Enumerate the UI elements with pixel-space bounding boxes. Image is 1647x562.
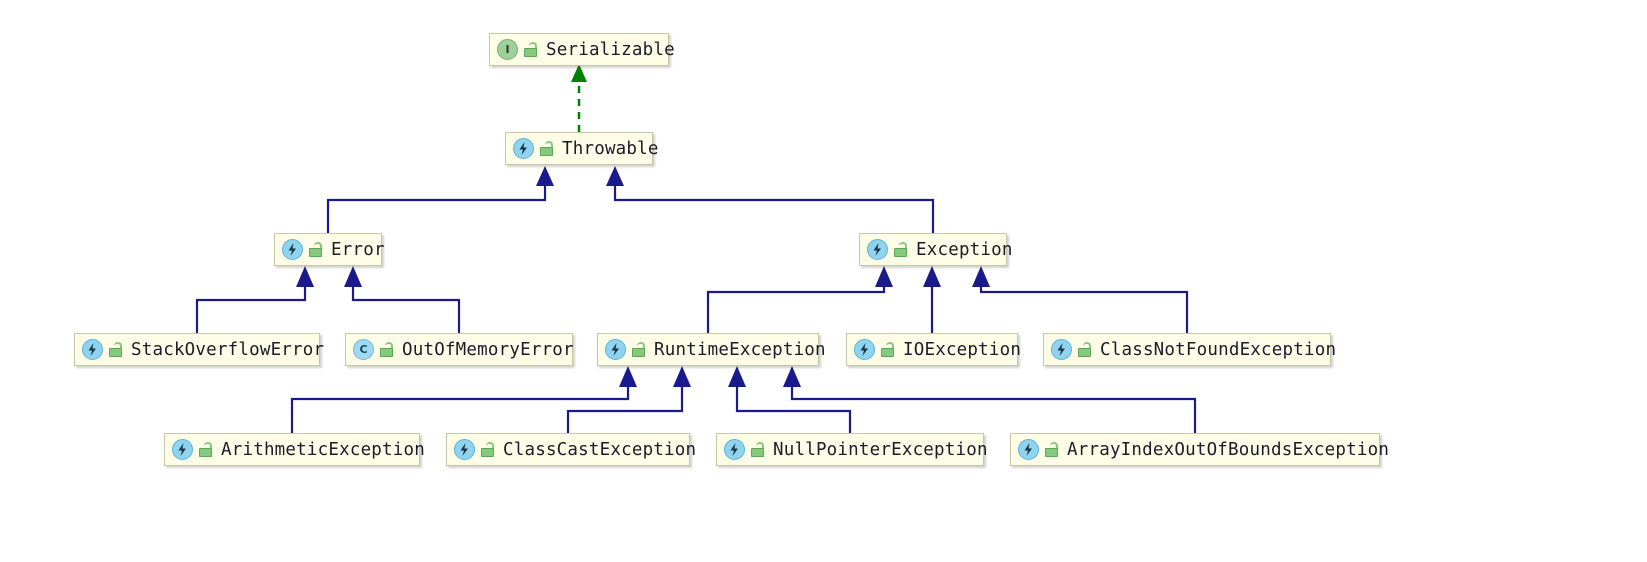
node-label: StackOverflowError [131,339,325,360]
edge-arrayindexoutofboundsexception-extends-runtimeexception [783,366,1197,433]
interface-icon: I [497,39,518,60]
node-outofmemoryerror[interactable]: C OutOfMemoryError [345,333,574,366]
lightning-bolt-icon [460,443,468,456]
lightning-bolt-icon [88,343,96,356]
node-error[interactable]: Error [274,233,385,266]
node-nullpointerexception[interactable]: NullPointerException [716,433,988,466]
node-label: ClassCastException [503,439,697,460]
edge-error-extends-throwable [326,166,554,233]
node-ioexception[interactable]: IOException [846,333,1022,366]
node-throwable[interactable]: Throwable [505,132,658,165]
exception-class-icon [172,439,193,460]
public-unlocked-icon [481,442,494,457]
edge-exception-extends-throwable [606,166,935,233]
lightning-bolt-icon [860,343,868,356]
public-unlocked-icon [632,342,645,357]
node-label: OutOfMemoryError [402,339,574,360]
exception-class-icon [724,439,745,460]
lightning-bolt-icon [519,142,527,155]
exception-class-icon [282,239,303,260]
public-unlocked-icon [1045,442,1058,457]
node-label: ArithmeticException [221,439,425,460]
public-unlocked-icon [751,442,764,457]
node-classnotfoundexception[interactable]: ClassNotFoundException [1043,333,1336,366]
exception-class-icon [605,339,626,360]
edge-classcastexception-extends-runtimeexception [566,366,691,433]
edge-ioexception-extends-exception [923,266,941,333]
edge-outofmemoryerror-extends-error [344,266,461,333]
exception-class-icon [867,239,888,260]
node-label: IOException [903,339,1022,360]
lightning-bolt-icon [730,443,738,456]
node-runtimeexception[interactable]: RuntimeException [597,333,826,366]
node-serializable[interactable]: I Serializable [489,33,675,66]
node-classcastexception[interactable]: ClassCastException [446,433,696,466]
lightning-bolt-icon [178,443,186,456]
node-label: RuntimeException [654,339,826,360]
lightning-bolt-icon [1057,343,1065,356]
exception-class-icon [82,339,103,360]
node-label: NullPointerException [773,439,988,460]
class-icon-letter: C [359,343,368,356]
lightning-bolt-icon [873,243,881,256]
node-exception[interactable]: Exception [859,233,1012,266]
class-icon: C [353,339,374,360]
edge-stackoverflowerror-extends-error [195,266,314,333]
node-label: Error [331,239,385,260]
public-unlocked-icon [540,141,553,156]
exception-class-icon [513,138,534,159]
public-unlocked-icon [309,242,322,257]
lightning-bolt-icon [1024,443,1032,456]
exception-class-icon [1051,339,1072,360]
node-label: Exception [916,239,1013,260]
node-label: Serializable [546,39,675,60]
public-unlocked-icon [894,242,907,257]
public-unlocked-icon [881,342,894,357]
node-stackoverflowerror[interactable]: StackOverflowError [74,333,324,366]
public-unlocked-icon [1078,342,1091,357]
lightning-bolt-icon [288,243,296,256]
node-arrayindexoutofboundsexception[interactable]: ArrayIndexOutOfBoundsException [1010,433,1389,466]
public-unlocked-icon [380,342,393,357]
interface-icon-letter: I [505,43,510,56]
exception-class-icon [854,339,875,360]
public-unlocked-icon [524,42,537,57]
node-label: ClassNotFoundException [1100,339,1337,360]
node-label: Throwable [562,138,659,159]
edge-classnotfoundexception-extends-exception [972,266,1189,333]
edge-arithmeticexception-extends-runtimeexception [290,366,637,433]
public-unlocked-icon [199,442,212,457]
edge-throwable-implements-serializable [571,64,587,132]
exception-class-icon [1018,439,1039,460]
lightning-bolt-icon [611,343,619,356]
exception-class-icon [454,439,475,460]
edge-nullpointerexception-extends-runtimeexception [728,366,852,433]
node-arithmeticexception[interactable]: ArithmeticException [164,433,425,466]
edge-runtimeexception-extends-exception [706,266,893,333]
node-label: ArrayIndexOutOfBoundsException [1067,439,1390,460]
public-unlocked-icon [109,342,122,357]
